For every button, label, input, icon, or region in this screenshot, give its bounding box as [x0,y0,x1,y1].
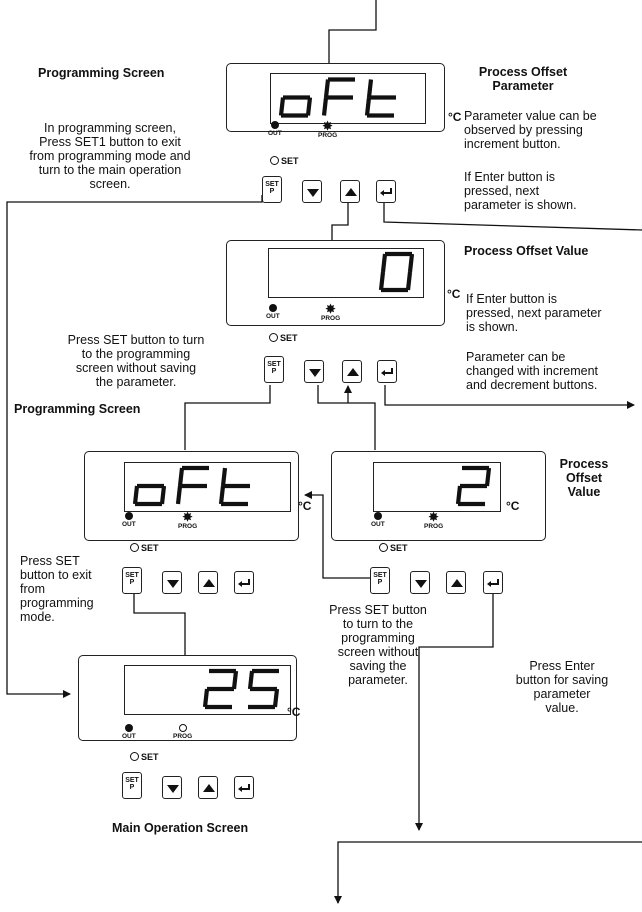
wire-left-to-main [133,592,186,655]
digit-bottom-0 [202,668,239,710]
down-triangle-icon [167,580,179,588]
out-led-bottom: OUT [122,724,136,740]
wire-set-to-left [184,385,271,450]
seven-segment-readout-second [378,251,415,293]
down-triangle-icon [309,369,321,377]
digit-second-0 [378,251,415,293]
seven-segment-readout-top [278,77,396,118]
out-led-second: OUT [266,304,280,320]
up-triangle-icon [345,188,357,196]
prog-led-bottom: PROG [173,724,192,740]
digit-right-0 [455,465,492,507]
wire-up-to-second [331,196,349,240]
process-offset-value-right-label: Process Offset Value [559,457,609,499]
enter-arrow-icon [238,784,250,792]
enter-arrow-icon [487,579,499,587]
main-operation-screen-label: Main Operation Screen [112,821,249,835]
programming-screen-label-mid: Programming Screen [14,402,141,416]
enter-button-bottom[interactable] [234,776,254,799]
seven-segment-readout-bottom [202,668,280,710]
enter-button-top[interactable] [376,180,396,203]
up-button-second[interactable] [342,360,362,383]
enter-button-second[interactable] [377,360,397,383]
set-indicator-right: SET [379,543,408,553]
prog-led-top: ✸PROG [318,119,338,139]
out-led-left: OUT [122,512,136,528]
out-led-top: OUT [268,121,282,137]
press-set-exit-note: Press SET button to exit from programmin… [20,554,94,624]
down-button-right[interactable] [410,571,430,594]
prog-led-second: ✸PROG [321,302,341,322]
wire-enter-down [415,592,494,831]
enter-button-right[interactable] [483,571,503,594]
wire-top-entry [328,0,377,63]
degree-unit-top: °C [448,110,462,124]
enter-arrow-icon [238,579,250,587]
up-button-right[interactable] [446,571,466,594]
digit-left-0 [132,483,167,507]
degree-unit-right: °C [506,499,520,513]
set-indicator-second: SET [269,333,298,343]
digit-top-2 [364,79,396,118]
programming-screen-label-top: Programming Screen [38,66,165,80]
down-triangle-icon [415,580,427,588]
digit-left-2 [218,467,250,507]
set-indicator-bottom: SET [130,752,159,762]
enter-arrow-icon [381,368,393,376]
enter-save-note: Press Enter button for saving parameter … [515,659,609,715]
out-led-right: OUT [371,512,385,528]
param-value-note: Parameter value can be observed by press… [464,109,597,151]
up-triangle-icon [451,579,463,587]
enter-note-top: If Enter button is pressed, next paramet… [464,170,577,212]
digit-bottom-1 [247,668,280,710]
seven-segment-readout-right [455,465,492,507]
prog-led-left: ✸PROG [178,510,198,530]
set-indicator-top: SET [270,156,299,166]
digit-top-1 [321,77,355,116]
up-button-bottom[interactable] [198,776,218,799]
wire-enter-right [384,385,635,409]
change-note: Parameter can be changed with increment … [466,350,599,392]
degree-unit-left: °C [298,499,312,513]
down-button-second[interactable] [304,360,324,383]
down-triangle-icon [167,785,179,793]
wire-bottom-exit [334,841,642,904]
down-button-left[interactable] [162,571,182,594]
prog-led-right: ✸PROG [424,510,444,530]
exit-note-top: In programming screen, Press SET1 button… [29,121,191,191]
wire-enter-to-next [383,196,642,231]
enter-note-second: If Enter button is pressed, next paramet… [466,292,602,334]
up-button-left[interactable] [198,571,218,594]
seven-segment-readout-left [132,465,250,507]
up-triangle-icon [203,784,215,792]
process-offset-parameter-label: Process Offset Parameter [478,65,568,93]
up-triangle-icon [203,579,215,587]
digit-left-1 [175,465,209,505]
down-triangle-icon [307,189,319,197]
wire-set-back-left [304,491,375,579]
set-no-save-second: Press SET button to turn to the programm… [67,333,205,389]
down-button-bottom[interactable] [162,776,182,799]
wire-down-to-right [317,385,376,450]
degree-unit-bottom: °C [287,705,301,719]
set-no-save-mid: Press SET button to turn to the programm… [329,603,427,687]
process-offset-value-label: Process Offset Value [464,244,589,258]
degree-unit-second: °C [447,287,461,301]
digit-top-0 [278,95,313,118]
enter-button-left[interactable] [234,571,254,594]
enter-arrow-icon [380,188,392,196]
up-button-top[interactable] [340,180,360,203]
up-triangle-icon [347,368,359,376]
set-indicator-left: SET [130,543,159,553]
down-button-top[interactable] [302,180,322,203]
